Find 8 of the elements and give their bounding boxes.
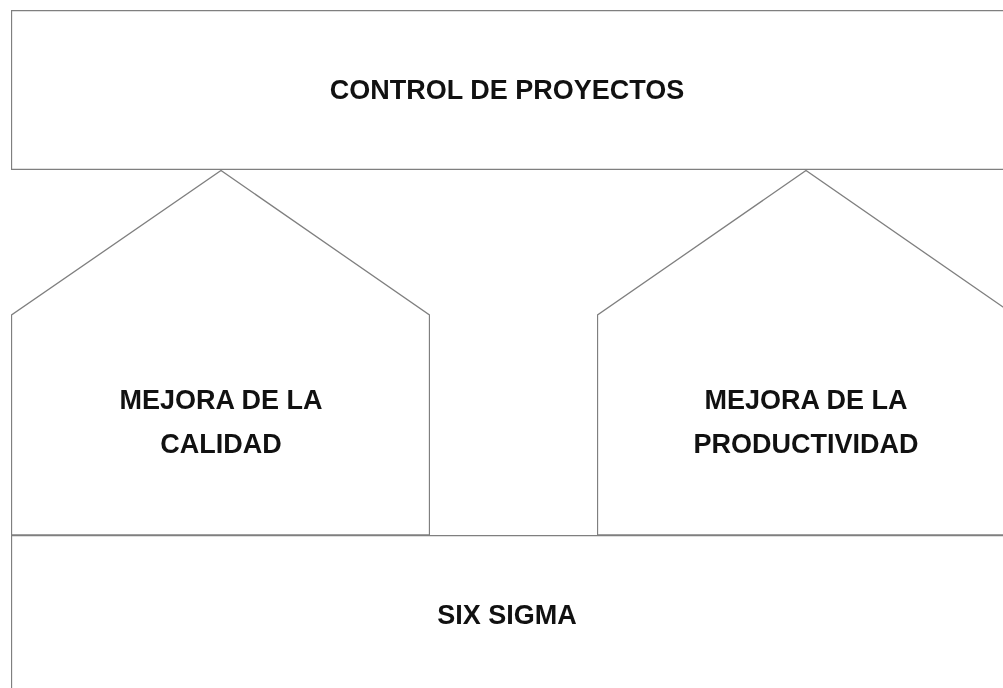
node-label: CONTROL DE PROYECTOS <box>328 74 686 107</box>
node-label: SIX SIGMA <box>436 599 578 632</box>
node-label: MEJORA DE LA CALIDAD <box>118 384 324 461</box>
header-box <box>11 10 1003 170</box>
node-label: MEJORA DE LA PRODUCTIVIDAD <box>692 384 920 461</box>
base-box <box>11 535 1003 688</box>
pillar-shape <box>11 170 430 535</box>
pillar-shape <box>597 170 1003 535</box>
